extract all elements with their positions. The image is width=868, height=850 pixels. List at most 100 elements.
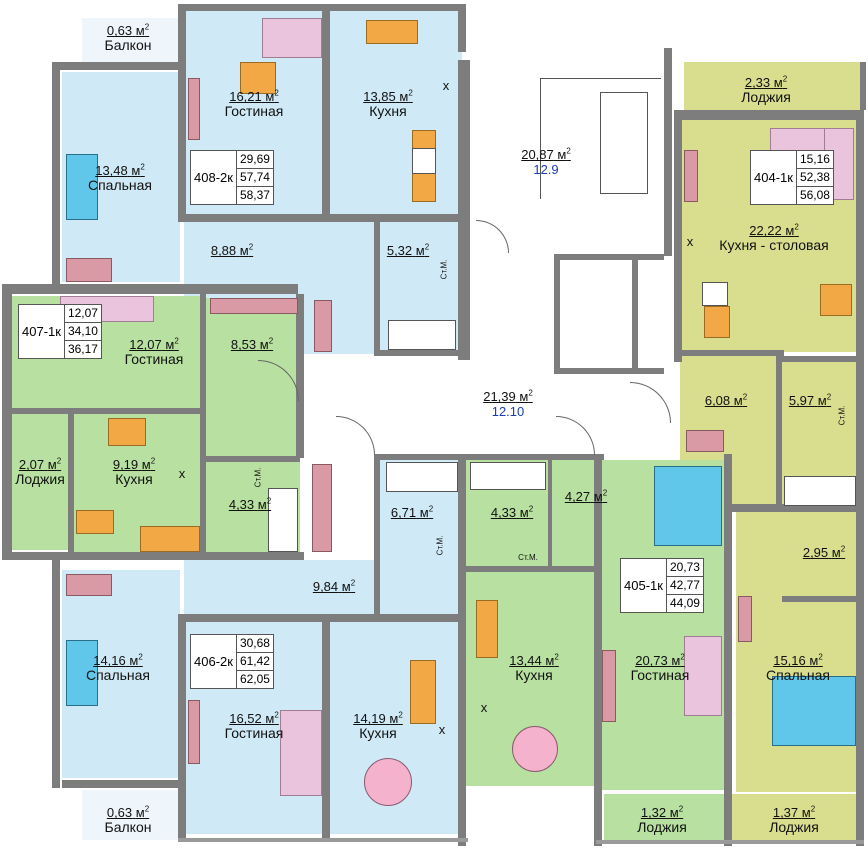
bathtub-407 — [268, 488, 298, 552]
cabinet-407 — [210, 298, 298, 314]
loggia-407-fill — [12, 414, 70, 550]
bed-408 — [66, 154, 98, 220]
wardrobe-hall-408 — [314, 300, 332, 352]
cabinet-404 — [684, 150, 698, 202]
bed-404 — [772, 676, 856, 746]
apartment-value: 12,07 — [64, 305, 101, 323]
hall-405-fill — [552, 460, 596, 568]
apartment-code: 404-1к — [751, 151, 797, 204]
counter-407 — [140, 526, 200, 552]
room-label-bath-407: 4,33 м2 — [228, 497, 272, 513]
apartment-value: 29,69 — [236, 151, 273, 169]
cross-marker: x — [686, 234, 694, 249]
wardrobe-hall-406 — [312, 464, 332, 552]
washer-label: Ст.М. — [837, 405, 847, 426]
apartment-value: 36,17 — [67, 342, 98, 356]
bathtub-405 — [470, 462, 546, 490]
table-404 — [820, 284, 852, 316]
sofa-406 — [280, 710, 322, 796]
cross-marker: x — [480, 700, 488, 715]
cross-marker: x — [442, 78, 450, 93]
sofa-408 — [262, 18, 322, 58]
apartment-info-407: 407-1к 12,07 34,10 36,17 — [18, 304, 102, 359]
apartment-value: 34,10 — [64, 323, 101, 341]
washer-label: Ст.М. — [518, 553, 538, 562]
apartment-value: 61,42 — [236, 653, 273, 671]
kitchen-table-408 — [366, 20, 418, 44]
counter-405 — [476, 600, 498, 658]
balcony-top-fill — [82, 18, 180, 62]
cabinet-405 — [602, 650, 616, 722]
room-label-hall-407: 8,53 м2 — [230, 337, 274, 353]
apartment-value: 56,08 — [799, 188, 830, 202]
apartment-value: 30,68 — [236, 635, 273, 653]
apartment-info-404: 404-1к 15,16 52,38 56,08 — [750, 150, 834, 205]
loggia-404b-fill — [732, 794, 856, 840]
apartment-value: 58,37 — [239, 188, 270, 202]
room-label-bath-404: 5,97 м2 — [788, 393, 832, 409]
table-407-kitchen — [108, 418, 146, 446]
room-label-hall-404: 6,08 м2 — [704, 393, 748, 409]
wardrobe-404 — [738, 596, 752, 642]
washer-label: Ст.М. — [439, 259, 449, 280]
room-label-hall-408: 8,88 м2 — [210, 243, 254, 259]
stove-404 — [702, 282, 728, 306]
hall-406-fill — [184, 560, 380, 616]
apartment-value: 62,05 — [239, 672, 270, 686]
room-label-bath-405: 4,33 м2 — [490, 505, 534, 521]
cabinet-406 — [188, 700, 200, 764]
bathtub-404 — [784, 476, 856, 506]
room-label-wc-404: 2,95 м2 — [802, 545, 846, 561]
room-label-hall-405: 4,27 м2 — [564, 489, 608, 505]
counter-406 — [410, 660, 436, 724]
table-408-living — [240, 62, 276, 94]
round-table-406 — [364, 758, 412, 806]
apartment-value: 20,73 — [666, 559, 703, 577]
apartment-info-408: 408-2к 29,69 57,74 58,37 — [190, 150, 274, 205]
bed-406 — [66, 640, 98, 706]
room-label-hall-406a: 6,71 м2 — [390, 505, 434, 521]
apartment-code: 408-2к — [191, 151, 237, 204]
room-label-bath-408: 5,32 м2 — [386, 243, 430, 259]
apartment-code: 406-2к — [191, 635, 237, 688]
cross-marker: x — [178, 466, 186, 481]
wardrobe-406 — [66, 574, 112, 596]
apartment-value: 57,74 — [236, 169, 273, 187]
apartment-value: 42,77 — [666, 577, 703, 595]
bathtub-408 — [388, 320, 456, 350]
bathtub-406a — [386, 462, 458, 492]
apartment-value: 15,16 — [796, 151, 833, 169]
apartment-code: 405-1к — [621, 559, 667, 612]
washer-label: Ст.М. — [435, 535, 445, 556]
washer-label: Ст.М. — [253, 467, 263, 488]
sofa-405 — [684, 636, 722, 716]
round-table-405 — [512, 726, 558, 772]
apartment-info-406: 406-2к 30,68 61,42 62,05 — [190, 634, 274, 689]
wardrobe-408b — [66, 258, 112, 282]
pink-block-404 — [686, 430, 724, 452]
apartment-code: 407-1к — [19, 305, 65, 358]
stove-408 — [412, 148, 436, 174]
loggia-404-fill — [684, 62, 864, 112]
apartment-value: 44,09 — [669, 596, 700, 610]
cross-marker: x — [438, 722, 446, 737]
